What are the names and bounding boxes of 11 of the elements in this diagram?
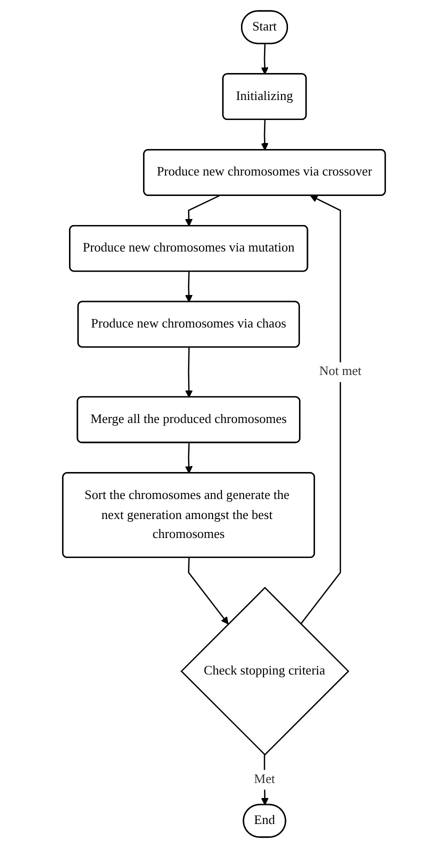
arrow bbox=[260, 120, 269, 150]
arrow bbox=[185, 347, 193, 398]
edge-label: Not met bbox=[319, 364, 362, 379]
arrow bbox=[260, 44, 269, 75]
edge-label: Met bbox=[254, 772, 275, 786]
arrow bbox=[185, 272, 193, 302]
arrow bbox=[185, 195, 220, 226]
arrow bbox=[185, 442, 193, 474]
arrow bbox=[300, 195, 342, 624]
node-diamond: Check stopping criteria bbox=[180, 586, 350, 756]
arrow bbox=[188, 558, 229, 624]
